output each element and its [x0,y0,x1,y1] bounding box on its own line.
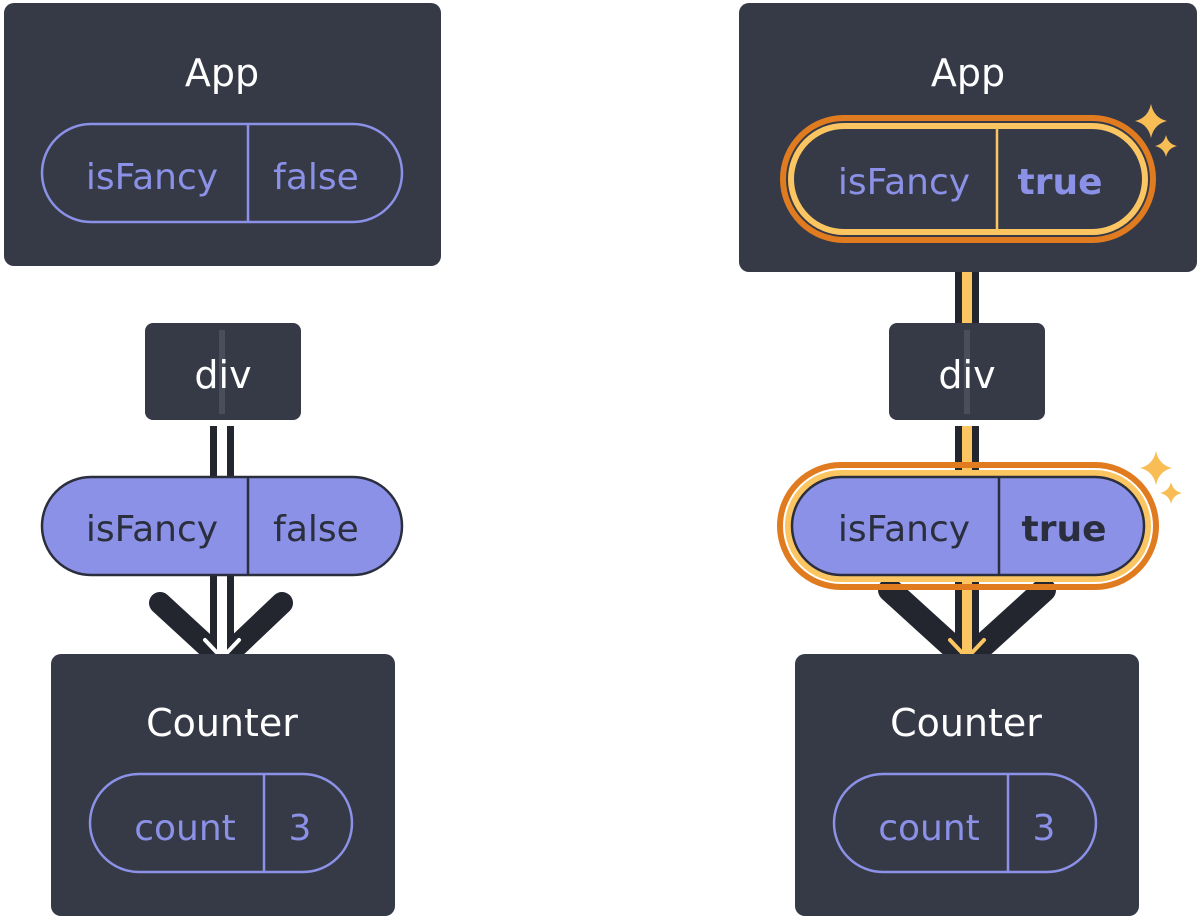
right-div-label: div [938,353,995,397]
left-div-node: div [145,323,301,420]
right-connector-div-prop [955,426,979,476]
left-tree: App isFancy false div isFancy false Coun… [4,3,441,916]
right-counter-label: Counter [890,701,1042,745]
left-counter-state-pill: count 3 [88,772,354,874]
right-counter-state-pill: count 3 [832,772,1098,874]
right-counter-state-value: 3 [1033,808,1056,849]
left-div-label: div [194,353,251,397]
right-tree: App isFancy true div isFancy t [739,3,1197,916]
sparkle-icon [1155,135,1177,157]
left-prop-key: isFancy [86,509,218,550]
right-prop-pill-highlighted: isFancy true [777,462,1159,590]
left-app-label: App [185,51,259,95]
left-connector-div-prop [210,426,234,476]
left-counter-state-key: count [134,808,236,849]
right-app-node: App isFancy true [739,3,1197,272]
right-app-state-key: isFancy [838,162,970,203]
left-app-state-pill: isFancy false [40,122,404,224]
right-counter-node: Counter count 3 [795,654,1139,916]
left-prop-pill: isFancy false [40,475,404,577]
right-prop-value: true [1021,509,1106,550]
right-counter-state-key: count [878,808,980,849]
left-counter-label: Counter [146,701,298,745]
sparkle-icon [1160,482,1182,504]
sparkle-icon [1140,451,1172,485]
right-app-state-pill-highlighted: isFancy true [780,115,1156,243]
right-prop-key: isFancy [838,509,970,550]
sparkle-icon [1135,104,1167,138]
right-app-label: App [931,51,1005,95]
left-counter-node: Counter count 3 [51,654,395,916]
left-prop-value: false [273,509,359,550]
right-div-node: div [889,323,1045,420]
left-counter-state-value: 3 [289,808,312,849]
left-app-state-key: isFancy [86,157,218,198]
left-connector-prop-counter [203,574,241,660]
left-app-state-value: false [273,157,359,198]
left-app-node: App isFancy false [4,3,441,266]
right-app-state-value: true [1017,162,1102,203]
